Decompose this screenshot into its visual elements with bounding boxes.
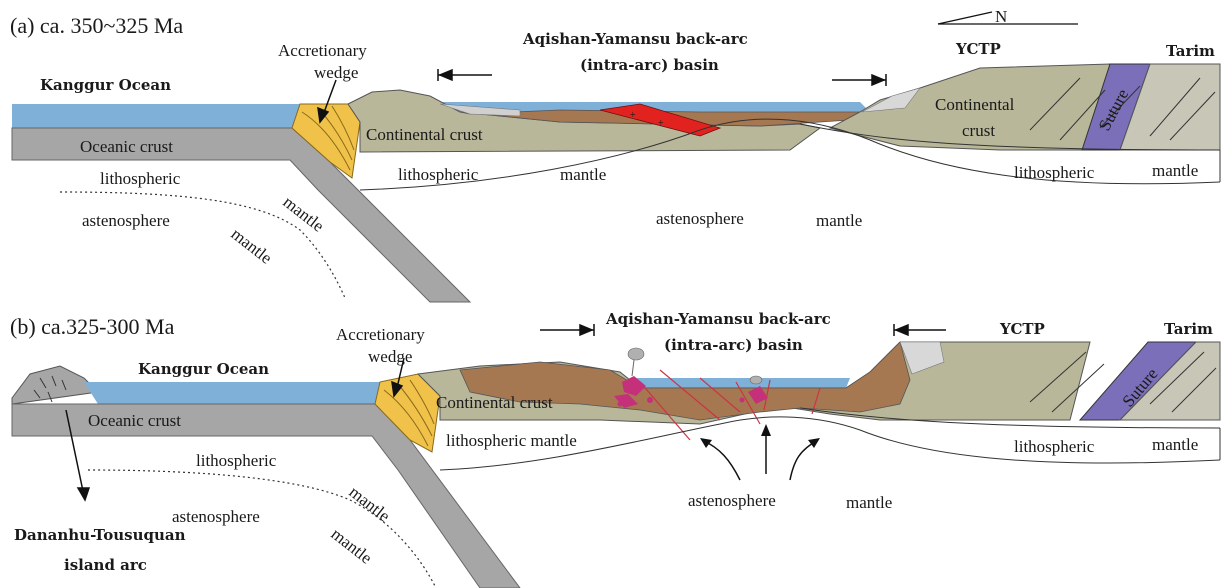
mantle-mid-label-a: mantle	[560, 165, 606, 184]
tarim-label-b: Tarim	[1164, 320, 1213, 338]
panel-a: + +	[10, 7, 1220, 302]
ocean-water-b	[84, 382, 380, 404]
basin-label-a-1: Aqishan-Yamansu back-arc	[522, 30, 748, 48]
north-label: N	[995, 7, 1007, 26]
oceanic-crust-label-a: Oceanic crust	[80, 137, 173, 156]
asth-mid-label-b: astenosphere	[688, 491, 776, 510]
continental-right-label-a-1: Continental	[935, 95, 1015, 114]
island-arc-mound	[12, 366, 98, 404]
mantle-right-label-b: mantle	[1152, 435, 1198, 454]
wedge-label-b-2: wedge	[368, 347, 412, 366]
lith-mid-label-b: lithospheric mantle	[446, 431, 577, 450]
asth-left-label-b: astenosphere	[172, 507, 260, 526]
lith-right-label-a: lithospheric	[1014, 163, 1095, 182]
mantle-slab-1-a: mantle	[280, 192, 328, 235]
wedge-label-a-2: wedge	[314, 63, 358, 82]
volcanic-mark-2: +	[658, 118, 664, 129]
extension-arrow-right-a	[832, 74, 886, 86]
lith-left-label-a: lithospheric	[100, 169, 181, 188]
asth-left-label-a: astenosphere	[82, 211, 170, 230]
mantle-right-label-a: mantle	[1152, 161, 1198, 180]
extension-arrow-left-a	[438, 69, 492, 81]
panel-a-title: (a) ca. 350~325 Ma	[10, 13, 183, 38]
upwelling-arrows-b	[702, 428, 818, 480]
north-arrow	[938, 12, 1078, 24]
convergence-arrow-left-b	[540, 324, 594, 336]
mantle-slab-2-a: mantle	[228, 224, 276, 267]
lith-left-label-b: lithospheric	[196, 451, 277, 470]
island-arc-label-2: island arc	[64, 556, 147, 574]
asth-mid-label-a: astenosphere	[656, 209, 744, 228]
volcanic-mark-1: +	[630, 110, 636, 121]
oceanic-crust-label-b: Oceanic crust	[88, 411, 181, 430]
lith-right-label-b: lithospheric	[1014, 437, 1095, 456]
ocean-label-a: Kanggur Ocean	[40, 76, 171, 94]
mantle-slab-1-b: mantle	[346, 482, 394, 525]
ocean-water-a	[12, 104, 300, 128]
mantle-mid2-label-a: mantle	[816, 211, 862, 230]
wedge-label-a-1: Accretionary	[278, 41, 367, 60]
ycpt-label-b: YCTP	[999, 320, 1045, 338]
mantle-mid-label-b: mantle	[846, 493, 892, 512]
ycpt-label-a: YCTP	[955, 40, 1001, 58]
tarim-label-a: Tarim	[1166, 42, 1215, 60]
wedge-label-b-1: Accretionary	[336, 325, 425, 344]
continental-crust-label-a: Continental crust	[366, 125, 483, 144]
continental-crust-label-b: Continental crust	[436, 393, 553, 412]
convergence-arrow-right-b	[894, 324, 946, 336]
basin-label-b-2: (intra-arc) basin	[664, 336, 803, 354]
panel-b: (b) ca.325-300 Ma Kanggur Ocean Accretio…	[10, 310, 1220, 588]
ocean-label-b: Kanggur Ocean	[138, 360, 269, 378]
mantle-slab-2-b: mantle	[328, 524, 376, 567]
basin-water-b	[630, 378, 850, 388]
eruption-conduit-b	[632, 360, 634, 376]
basin-label-b-1: Aqishan-Yamansu back-arc	[605, 310, 831, 328]
lith-mid-label-a: lithospheric	[398, 165, 479, 184]
panel-b-title: (b) ca.325-300 Ma	[10, 314, 175, 339]
upwelling-arrowheads-b	[700, 424, 820, 448]
basin-label-a-2: (intra-arc) basin	[580, 56, 719, 74]
continental-right-label-a-2: crust	[962, 121, 995, 140]
island-arc-label-1: Dananhu-Tousuquan	[14, 526, 186, 544]
